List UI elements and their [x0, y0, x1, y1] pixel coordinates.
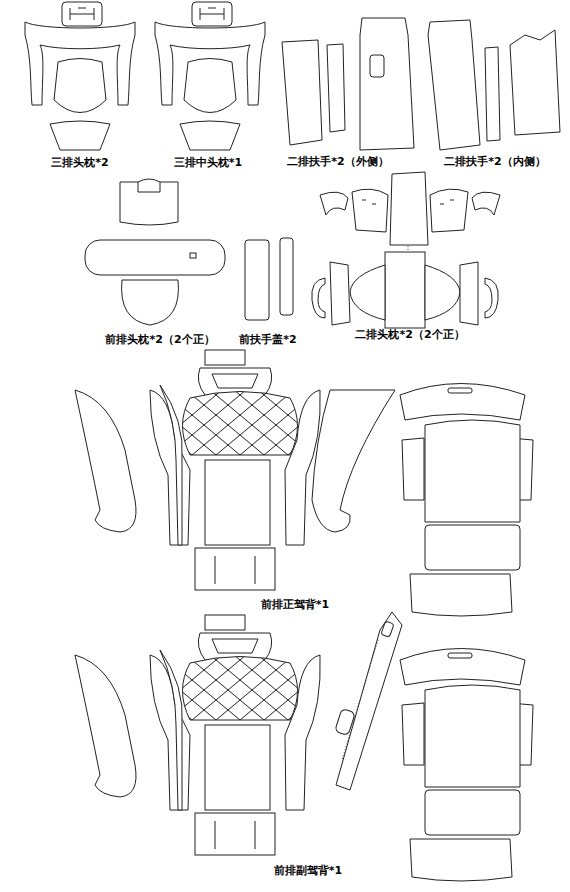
part-label: 前排副驾背*1	[274, 864, 342, 878]
part-label: 三排中头枕*1	[174, 156, 242, 170]
part-label: 二排扶手*2（内侧）	[444, 155, 545, 169]
part-label: 二排扶手*2（外侧）	[287, 155, 388, 169]
part-label: 二排头枕*2（2个正）	[355, 328, 464, 342]
part-label: 三排头枕*2	[51, 156, 108, 170]
part-label: 前排正驾背*1	[261, 598, 329, 612]
part-label: 前扶手盖*2	[239, 333, 296, 347]
part-label: 前排头枕*2（2个正）	[105, 333, 214, 347]
